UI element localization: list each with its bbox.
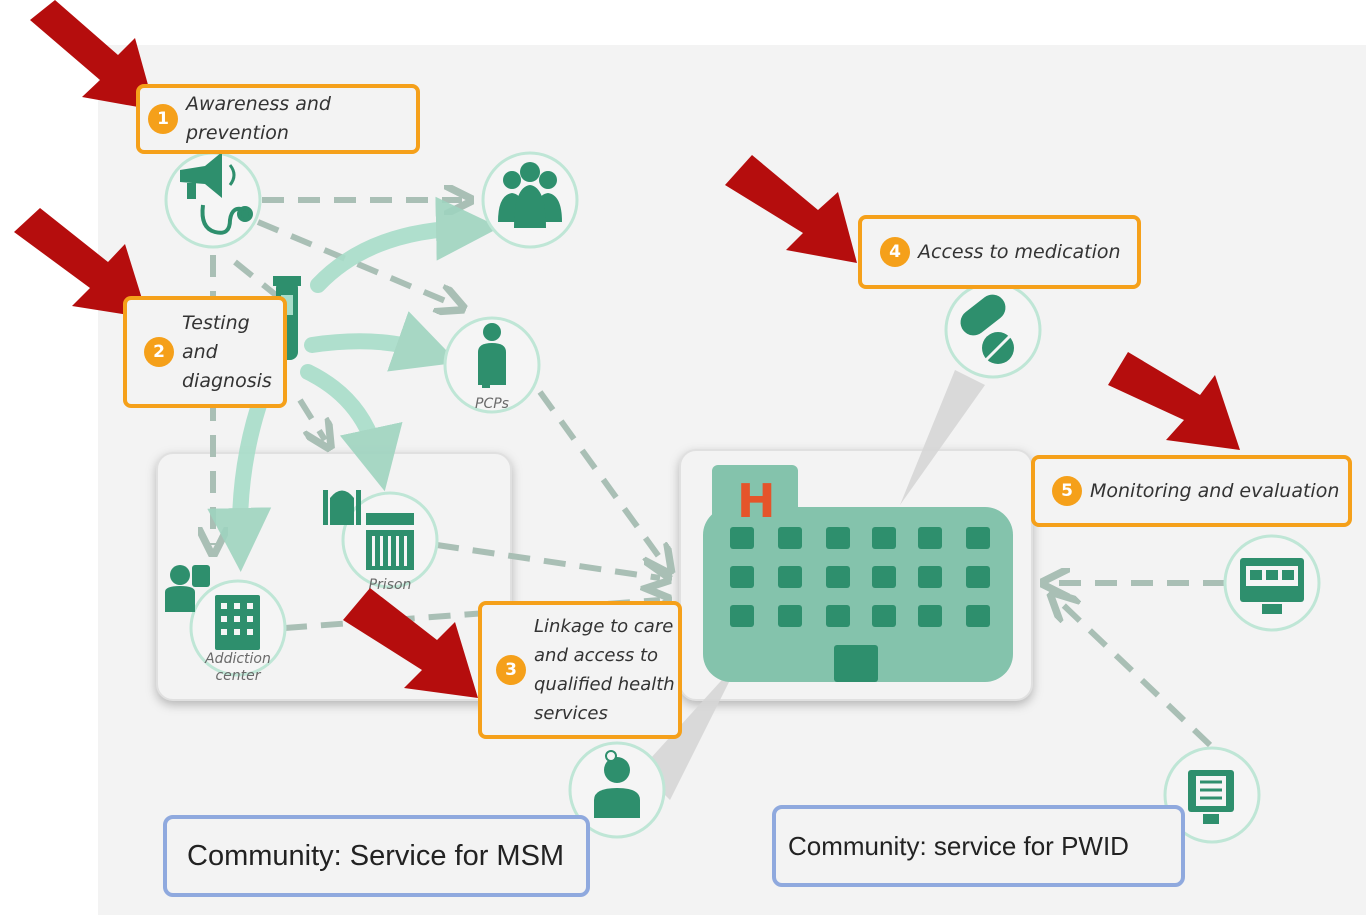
- flow-to-pcps: [304, 311, 459, 372]
- step-5-text: Monitoring and evaluation: [1090, 479, 1340, 502]
- connector-testing-prison: [297, 398, 325, 440]
- step-4-label: 4 Access to medication: [858, 215, 1141, 289]
- step-3-line-1: Linkage to care: [534, 616, 674, 637]
- community-pwid-text: Community: service for PWID: [788, 830, 1129, 861]
- step-3-text: Linkage to care and access to qualified …: [534, 612, 675, 728]
- addiction-center-label-line2: center: [215, 668, 261, 684]
- flow-to-crowd: [310, 196, 500, 293]
- step-3-line-4: services: [534, 703, 608, 724]
- step-3-label: 3 Linkage to care and access to qualifie…: [478, 601, 682, 739]
- stethoscope-icon: [200, 204, 253, 235]
- monitor-icon: [1240, 558, 1304, 614]
- pills-connector-cone: [900, 370, 985, 505]
- step-5-number: 5: [1052, 476, 1082, 506]
- hospital-icon: H: [703, 465, 1013, 682]
- doctor-connector-cone: [640, 660, 740, 800]
- step-3-line-3: qualified health: [534, 674, 675, 695]
- addiction-center-icon: [215, 595, 260, 650]
- step-2-line-2: and: [182, 340, 218, 363]
- step-2-text: Testing and diagnosis: [182, 309, 272, 396]
- connector-addiction-hospital: [284, 600, 660, 631]
- community-msm-box: Community: Service for MSM: [163, 815, 590, 897]
- red-arrow-step3: [343, 588, 478, 698]
- red-arrow-step1: [30, 0, 155, 110]
- doctor-icon: [478, 323, 506, 388]
- megaphone-icon: [180, 152, 236, 199]
- step-2-line-3: diagnosis: [182, 369, 272, 392]
- checklist-icon: [1188, 770, 1234, 824]
- step-3-line-2: and access to: [534, 645, 659, 666]
- step-1-label: 1 Awareness and prevention: [136, 84, 420, 154]
- step-2-line-1: Testing: [182, 311, 250, 334]
- step-2-label: 2 Testing and diagnosis: [123, 296, 287, 408]
- flow-to-prison: [300, 364, 403, 492]
- step-1-text: Awareness and prevention: [186, 93, 331, 144]
- step-4-number: 4: [880, 237, 910, 267]
- red-arrow-step4: [725, 155, 857, 263]
- hospital-sign: H: [737, 474, 776, 528]
- addiction-center-label-line1: Addiction: [204, 651, 271, 667]
- red-arrow-step2: [14, 208, 148, 318]
- pcps-label: PCPs: [475, 396, 509, 412]
- connector-awareness-testing: [233, 259, 284, 303]
- crowd-icon: [498, 162, 562, 228]
- connector-prison-hospital: [436, 542, 660, 578]
- step-4-text: Access to medication: [918, 240, 1121, 263]
- counseling-person-icon: [165, 565, 210, 612]
- red-arrow-step5: [1108, 352, 1240, 450]
- step-1-number: 1: [148, 104, 178, 134]
- red-arrows: [14, 0, 1240, 698]
- step-2-number: 2: [144, 337, 174, 367]
- community-pwid-box: Community: service for PWID: [772, 805, 1185, 887]
- step-3-number: 3: [496, 655, 526, 685]
- pills-icon: [960, 294, 1014, 364]
- msm-doctor-icon: [594, 750, 640, 818]
- community-msm-text: Community: Service for MSM: [187, 839, 565, 872]
- mosque-icon: [323, 490, 361, 525]
- prison-icon: [366, 513, 414, 570]
- step-5-label: 5 Monitoring and evaluation: [1031, 455, 1352, 527]
- prison-label: Prison: [369, 577, 412, 593]
